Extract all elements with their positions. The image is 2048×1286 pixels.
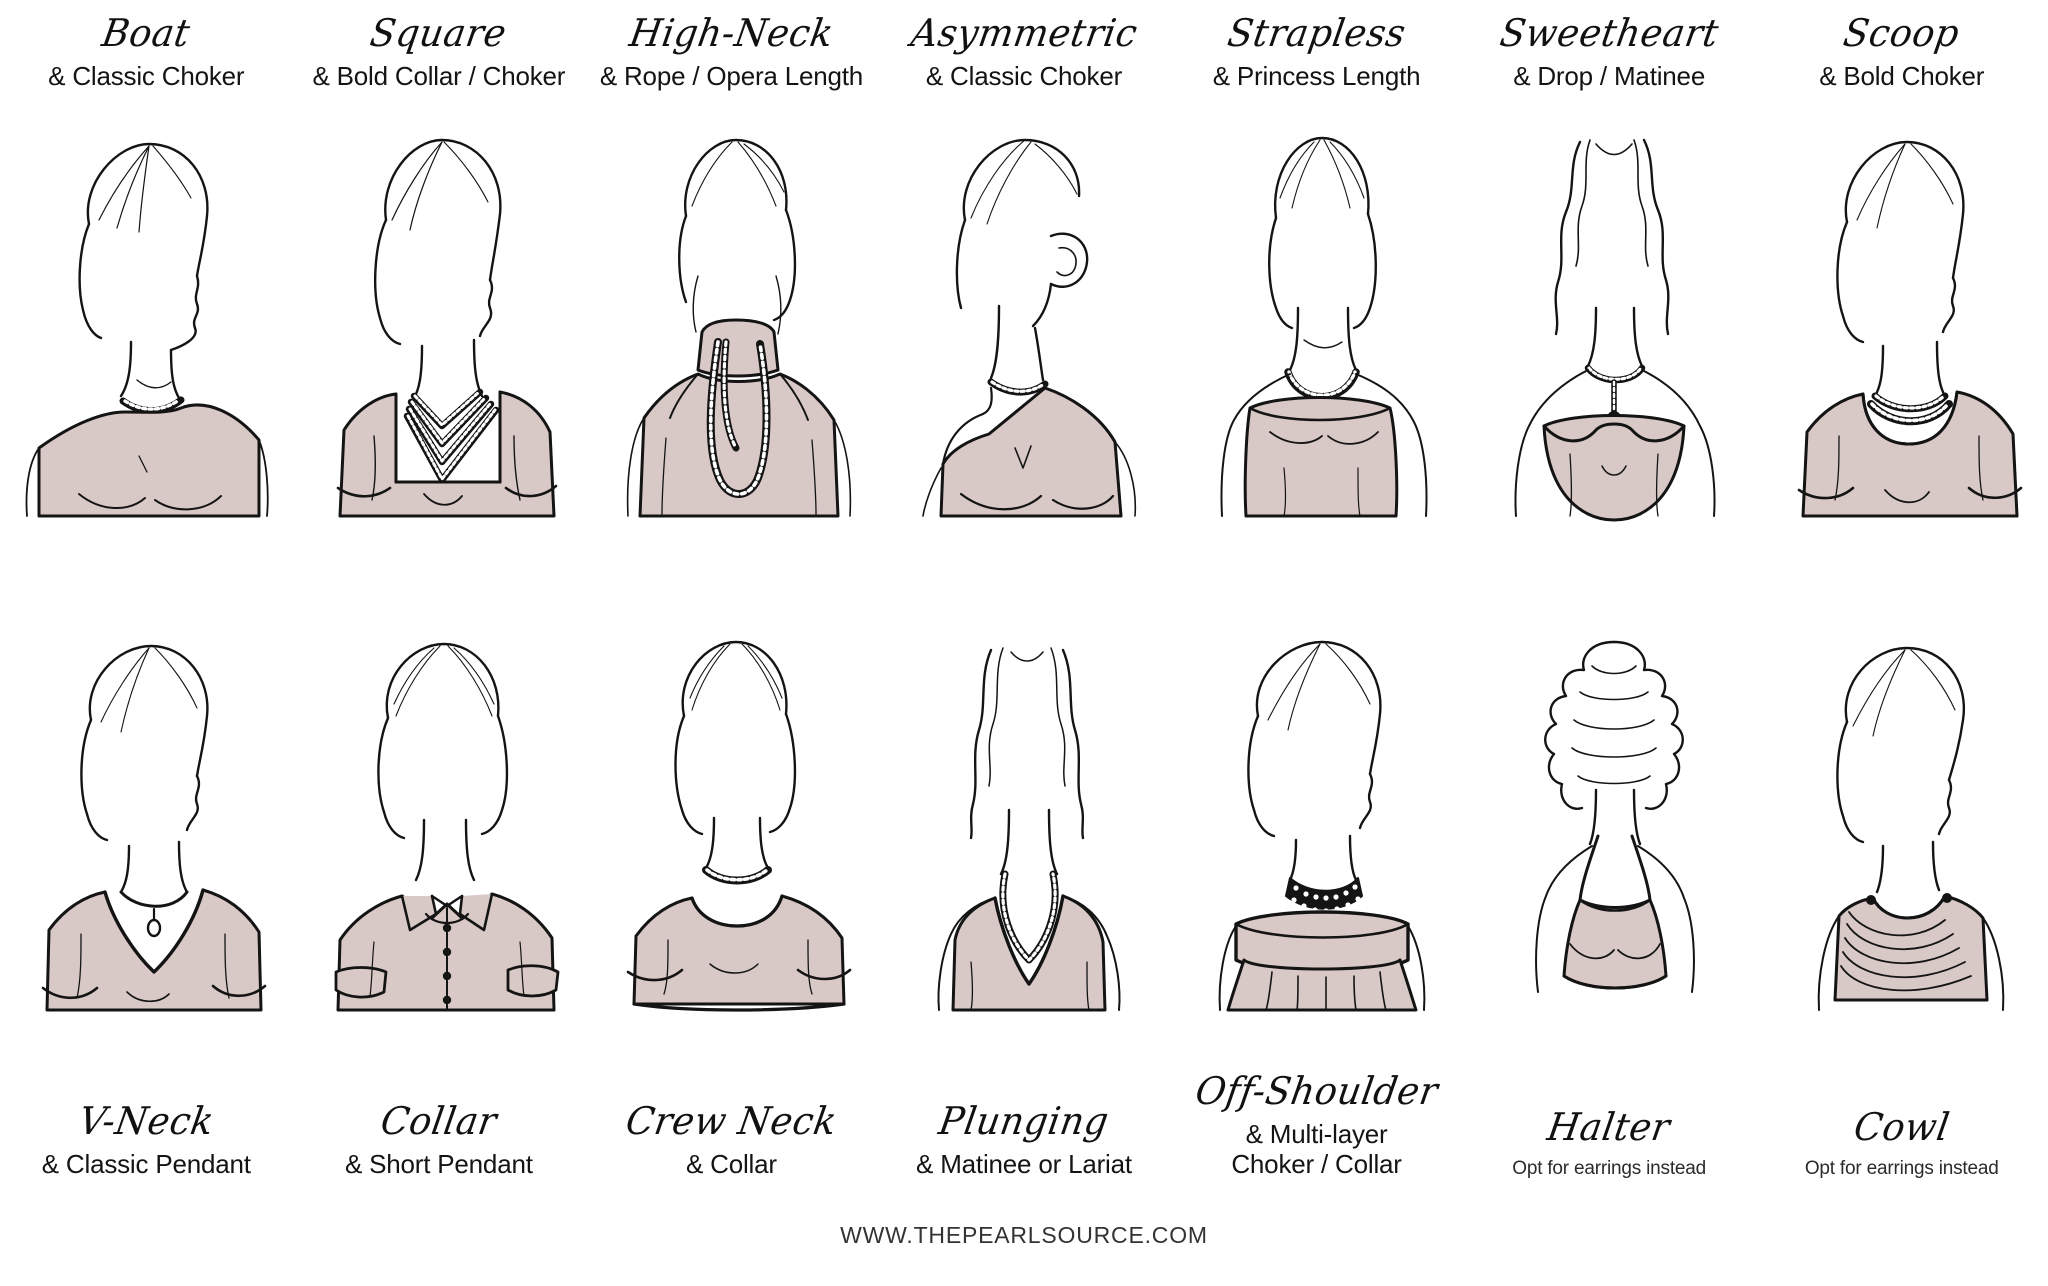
neckline-name-cowl: Cowl <box>1850 1104 1953 1149</box>
strapless-neckline-figure <box>1170 96 1463 620</box>
bottom-row: V-Neck & Classic Pendant <box>0 620 2048 1180</box>
plunging-neckline-figure <box>878 620 1171 1098</box>
jewelry-pairing-v-neck: & Classic Pendant <box>41 1149 251 1180</box>
neckline-name-strapless: Strapless <box>1224 11 1409 55</box>
neckline-name-crew-neck: Crew Neck <box>622 1099 840 1144</box>
caption-square: Square & Bold Collar / Choker <box>312 0 565 92</box>
card-halter: Halter Opt for earrings instead <box>1463 620 1756 1180</box>
card-collar: Collar & Short Pendant <box>293 620 586 1180</box>
off-shoulder-figure <box>1170 620 1463 1068</box>
caption-sweetheart: Sweetheart & Drop / Matinee <box>1496 0 1723 92</box>
card-high-neck: High-Neck & Rope / Opera Length <box>585 0 878 620</box>
jewelry-pairing-halter: Opt for earrings instead <box>1512 1157 1706 1179</box>
neckline-name-plunging: Plunging <box>936 1099 1112 1144</box>
source-website-url: WWW.THEPEARLSOURCE.COM <box>840 1222 1208 1248</box>
card-cowl: Cowl Opt for earrings instead <box>1755 620 2048 1180</box>
caption-high-neck: High-Neck & Rope / Opera Length <box>600 0 863 92</box>
neckline-name-v-neck: V-Neck <box>75 1099 217 1144</box>
v-neck-figure <box>0 620 293 1098</box>
boat-neckline-figure <box>0 96 293 620</box>
high-neck-figure <box>585 96 878 620</box>
jewelry-pairing-collar: & Short Pendant <box>344 1149 533 1180</box>
halter-neckline-figure <box>1463 620 1756 1104</box>
card-sweetheart: Sweetheart & Drop / Matinee <box>1463 0 1756 620</box>
jewelry-pairing-plunging: & Matinee or Lariat <box>916 1149 1132 1180</box>
asymmetric-neckline-figure <box>878 96 1171 620</box>
neckline-name-sweetheart: Sweetheart <box>1496 11 1722 55</box>
cowl-neckline-figure <box>1755 620 2048 1104</box>
neckline-name-asymmetric: Asymmetric <box>907 11 1141 55</box>
caption-cowl: Cowl Opt for earrings instead <box>1805 1104 1999 1180</box>
caption-v-neck: V-Neck & Classic Pendant <box>42 1098 251 1180</box>
neckline-name-scoop: Scoop <box>1840 11 1963 55</box>
neckline-name-square: Square <box>367 11 511 55</box>
square-neckline-figure <box>293 96 586 620</box>
jewelry-pairing-boat: & Classic Choker <box>48 61 245 91</box>
sweetheart-neckline-figure <box>1463 96 1756 620</box>
top-row: Boat & Classic Choker <box>0 0 2048 620</box>
card-strapless: Strapless & Princess Length <box>1170 0 1463 620</box>
card-boat: Boat & Classic Choker <box>0 0 293 620</box>
neckline-name-boat: Boat <box>99 11 194 55</box>
caption-crew-neck: Crew Neck & Collar <box>622 1098 841 1180</box>
scoop-neckline-figure <box>1755 96 2048 620</box>
card-scoop: Scoop & Bold Choker <box>1755 0 2048 620</box>
caption-strapless: Strapless & Princess Length <box>1213 0 1421 92</box>
jewelry-pairing-cowl: Opt for earrings instead <box>1804 1157 1999 1179</box>
card-crew-neck: Crew Neck & Collar <box>585 620 878 1180</box>
neckline-name-collar: Collar <box>377 1099 500 1144</box>
footer: WWW.THEPEARLSOURCE.COM <box>0 1222 2048 1249</box>
jewelry-pairing-strapless: & Princess Length <box>1212 61 1421 91</box>
neckline-name-high-neck: High-Neck <box>626 11 837 55</box>
collar-neckline-figure <box>293 620 586 1098</box>
caption-boat: Boat & Classic Choker <box>48 0 244 92</box>
neckline-name-halter: Halter <box>1544 1104 1674 1149</box>
caption-scoop: Scoop & Bold Choker <box>1819 0 1984 92</box>
jewelry-pairing-high-neck: & Rope / Opera Length <box>599 61 864 91</box>
card-plunging: Plunging & Matinee or Lariat <box>878 620 1171 1180</box>
card-square: Square & Bold Collar / Choker <box>293 0 586 620</box>
card-asymmetric: Asymmetric & Classic Choker <box>878 0 1171 620</box>
caption-asymmetric: Asymmetric & Classic Choker <box>907 0 1142 92</box>
crew-neck-figure <box>585 620 878 1098</box>
caption-collar: Collar & Short Pendant <box>345 1098 533 1180</box>
card-v-neck: V-Neck & Classic Pendant <box>0 620 293 1180</box>
neckline-name-off-shoulder: Off-Shoulder <box>1192 1068 1441 1113</box>
jewelry-pairing-crew-neck: & Collar <box>685 1149 777 1180</box>
jewelry-pairing-scoop: & Bold Choker <box>1819 61 1985 91</box>
jewelry-pairing-square: & Bold Collar / Choker <box>312 61 566 91</box>
caption-plunging: Plunging & Matinee or Lariat <box>916 1098 1132 1180</box>
jewelry-pairing-sweetheart: & Drop / Matinee <box>1513 61 1706 91</box>
caption-halter: Halter Opt for earrings instead <box>1512 1104 1706 1180</box>
jewelry-pairing-asymmetric: & Classic Choker <box>925 61 1123 91</box>
